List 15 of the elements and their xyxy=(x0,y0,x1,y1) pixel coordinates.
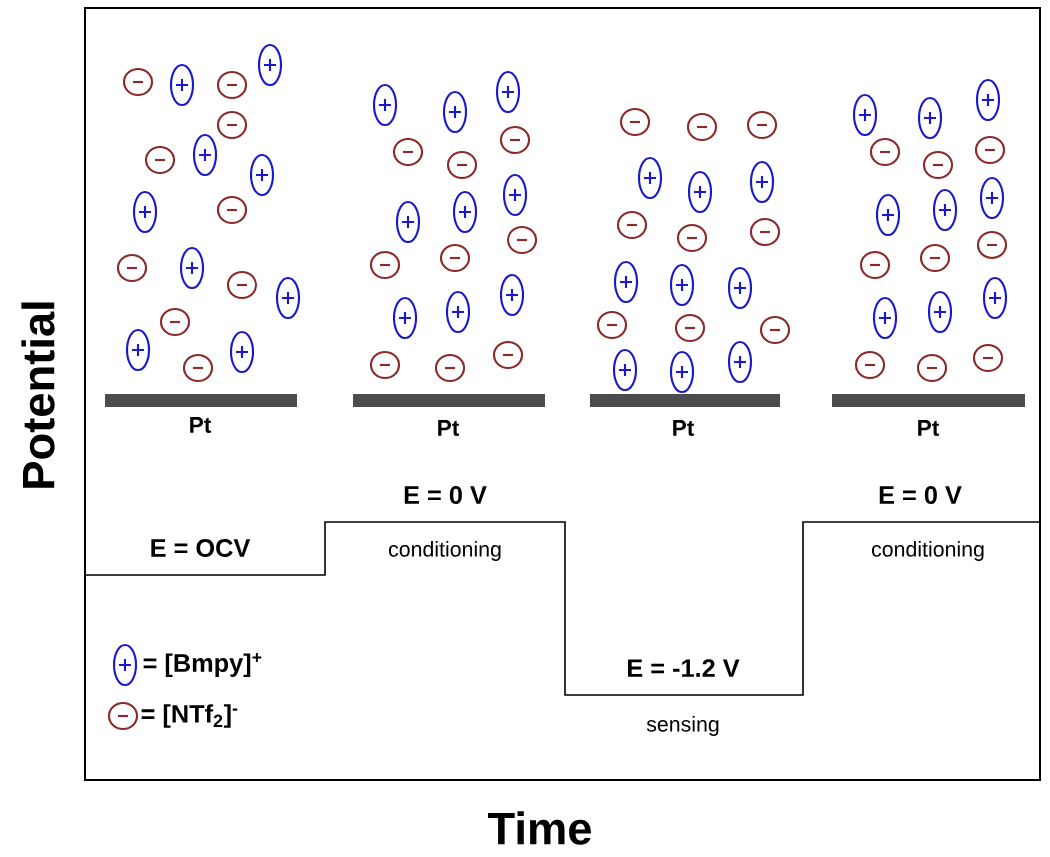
legend-text: = [Bmpy]$^{+}$ xyxy=(143,653,262,677)
axis-label: Potential xyxy=(21,302,55,488)
potential-label: E = OCV xyxy=(151,539,251,557)
electrode-label: Pt xyxy=(438,420,460,436)
step-label: sensing xyxy=(646,716,719,736)
electrode-label: Pt xyxy=(190,417,212,433)
potential-label: E = 0 V xyxy=(404,486,487,504)
potential-label: E = -1.2 V xyxy=(628,659,740,677)
axis-label: Time xyxy=(488,811,591,845)
electrode-label: Pt xyxy=(673,420,695,436)
potential-label: E = 0 V xyxy=(879,486,962,504)
legend-text: = [NTf$_{2}$]$^{-}$ xyxy=(141,704,238,728)
step-label: conditioning xyxy=(388,541,501,561)
electrode-label: Pt xyxy=(918,420,940,436)
step-label: conditioning xyxy=(871,541,984,561)
